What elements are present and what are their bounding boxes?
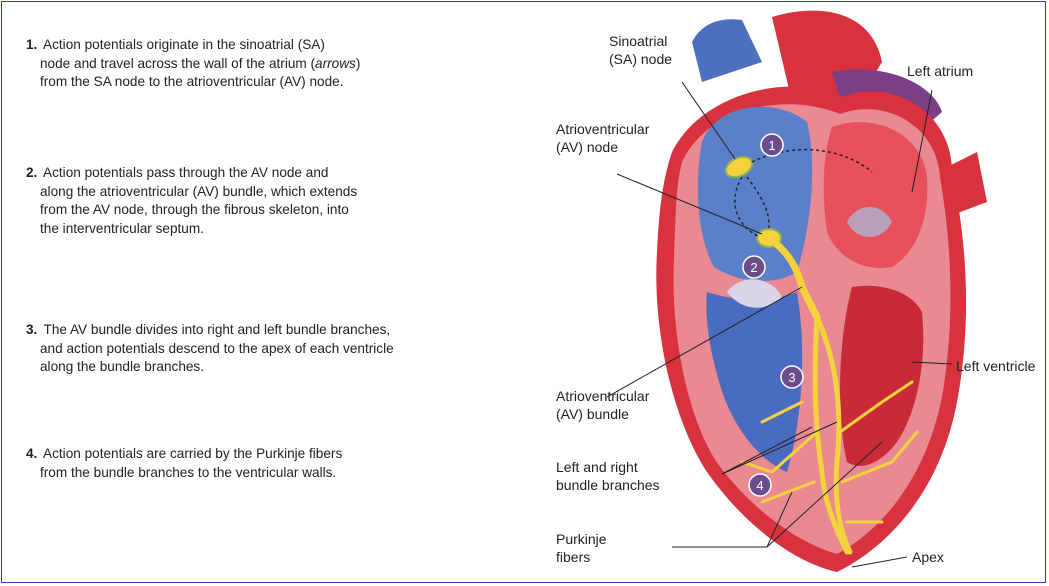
label-purkinje: Purkinje fibers bbox=[556, 530, 607, 566]
label-sa-node: Sinoatrial (SA) node bbox=[609, 32, 672, 68]
label-line: Purkinje bbox=[556, 530, 607, 548]
label-line: (AV) bundle bbox=[556, 405, 649, 423]
badge-2: 2 bbox=[743, 256, 765, 278]
badge-3: 3 bbox=[781, 366, 803, 388]
label-left-ventricle: Left ventricle bbox=[956, 357, 1035, 375]
label-bundle-branches: Left and right bundle branches bbox=[556, 458, 660, 494]
label-line: Sinoatrial bbox=[609, 32, 672, 50]
badge-1-text: 1 bbox=[768, 138, 775, 153]
label-apex: Apex bbox=[912, 548, 944, 566]
label-line: Atrioventricular bbox=[556, 387, 649, 405]
label-line: bundle branches bbox=[556, 476, 660, 494]
label-line: Atrioventricular bbox=[556, 120, 649, 138]
right-atrium bbox=[698, 107, 812, 281]
left-atrium-chamber bbox=[824, 122, 928, 268]
label-left-atrium: Left atrium bbox=[907, 62, 973, 80]
leader-apex bbox=[852, 557, 907, 567]
badge-4-text: 4 bbox=[756, 478, 763, 493]
badge-4: 4 bbox=[749, 474, 771, 496]
label-line: fibers bbox=[556, 548, 607, 566]
label-av-bundle: Atrioventricular (AV) bundle bbox=[556, 387, 649, 423]
badge-1: 1 bbox=[761, 134, 783, 156]
vena-cava-top bbox=[692, 19, 762, 82]
badge-3-text: 3 bbox=[788, 370, 795, 385]
label-line: (AV) node bbox=[556, 138, 649, 156]
label-line: (SA) node bbox=[609, 50, 672, 68]
label-av-node: Atrioventricular (AV) node bbox=[556, 120, 649, 156]
badge-2-text: 2 bbox=[750, 260, 757, 275]
label-line: Left and right bbox=[556, 458, 660, 476]
